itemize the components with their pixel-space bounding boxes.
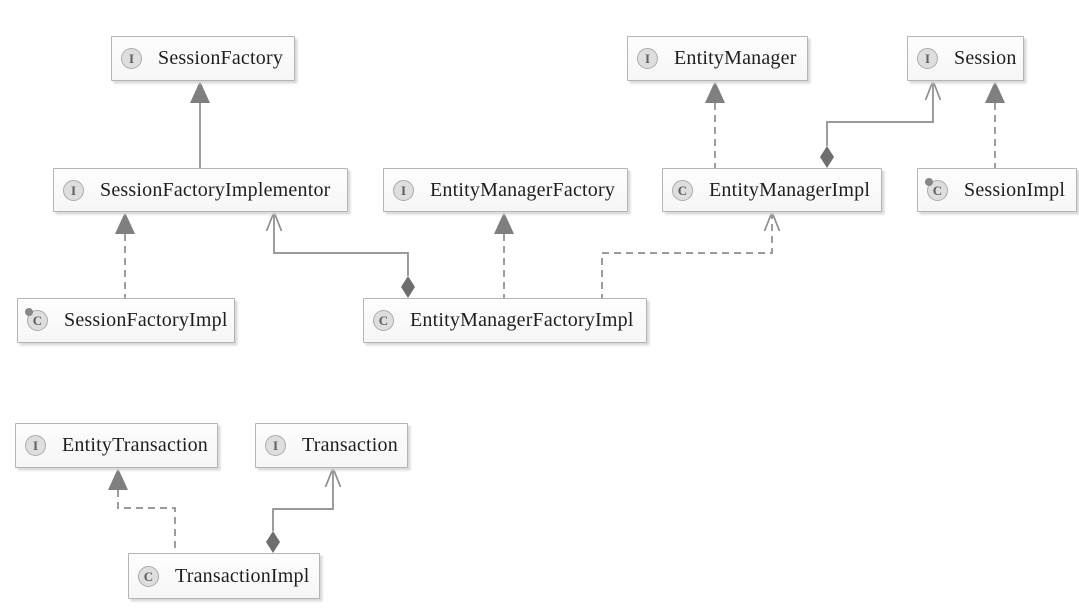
interface-box-session-factory-implementor[interactable]: I SessionFactoryImplementor bbox=[53, 168, 348, 212]
edge-entity-manager-factory-impl-aggregation-session-factory-implementor bbox=[265, 211, 415, 298]
diamond-tail bbox=[401, 276, 415, 298]
interface-icon: I bbox=[63, 179, 84, 201]
interface-icon: I bbox=[917, 48, 938, 69]
class-name-label: TransactionImpl bbox=[175, 564, 310, 587]
triangle-arrowhead bbox=[494, 212, 514, 234]
edge-transaction-impl-aggregation-transaction bbox=[266, 467, 342, 553]
class-name-label: Session bbox=[954, 47, 1017, 69]
interface-icon: I bbox=[637, 48, 658, 69]
class-icon: C bbox=[373, 310, 394, 331]
final-marker-dot bbox=[25, 308, 33, 316]
badge-letter: I bbox=[272, 438, 279, 453]
class-name-label: SessionFactoryImplementor bbox=[100, 178, 331, 201]
badge-letter: I bbox=[70, 182, 77, 198]
open-arrowhead bbox=[924, 80, 934, 101]
class-box-entity-manager-impl[interactable]: C EntityManagerImpl bbox=[662, 168, 882, 212]
triangle-arrowhead bbox=[115, 212, 135, 234]
interface-icon: I bbox=[393, 179, 414, 201]
class-name-label: EntityManagerFactory bbox=[430, 178, 616, 201]
interface-box-session-factory[interactable]: I SessionFactory bbox=[111, 36, 295, 81]
triangle-arrowhead bbox=[108, 468, 128, 490]
diamond-tail bbox=[820, 146, 834, 168]
triangle-arrowhead bbox=[190, 81, 210, 103]
interface-icon: I bbox=[121, 48, 142, 69]
interface-box-transaction[interactable]: I Transaction bbox=[255, 423, 408, 468]
edge-line bbox=[272, 468, 334, 531]
open-arrowhead bbox=[763, 211, 773, 232]
class-name-label: EntityManagerFactoryImpl bbox=[410, 309, 634, 331]
edge-session-factory-implementor-extends-session-factory bbox=[190, 81, 210, 168]
edge-line bbox=[273, 212, 409, 276]
class-icon: C bbox=[138, 565, 159, 587]
interface-icon: I bbox=[25, 435, 46, 456]
badge-letter: C bbox=[932, 182, 943, 198]
open-arrowhead bbox=[273, 211, 283, 232]
class-name-label: Transaction bbox=[302, 434, 398, 456]
interface-box-entity-manager[interactable]: I EntityManager bbox=[627, 36, 808, 81]
edge-line bbox=[826, 81, 934, 146]
interface-icon: I bbox=[265, 435, 286, 456]
interface-box-entity-transaction[interactable]: I EntityTransaction bbox=[15, 423, 218, 468]
final-marker-dot bbox=[925, 177, 933, 186]
badge-letter: C bbox=[32, 313, 43, 328]
badge-letter: I bbox=[32, 438, 39, 453]
edge-entity-manager-impl-implements-entity-manager bbox=[705, 81, 725, 168]
open-arrowhead bbox=[324, 467, 334, 488]
edge-entity-manager-factory-impl-dependency-entity-manager-impl bbox=[601, 211, 781, 298]
badge-letter: C bbox=[143, 568, 154, 584]
edge-entity-manager-factory-impl-implements-entity-manager-factory bbox=[494, 212, 514, 298]
class-name-label: EntityManager bbox=[674, 47, 797, 69]
badge-letter: I bbox=[644, 51, 651, 66]
edge-line bbox=[117, 490, 176, 553]
edge-transaction-impl-implements-entity-transaction bbox=[108, 468, 176, 553]
badge-letter: C bbox=[378, 313, 389, 328]
badge-letter: C bbox=[677, 182, 688, 198]
edge-entity-manager-impl-aggregation-session bbox=[820, 80, 942, 168]
class-icon: C bbox=[25, 308, 48, 331]
open-arrowhead bbox=[771, 211, 781, 232]
class-box-entity-manager-factory-impl[interactable]: C EntityManagerFactoryImpl bbox=[363, 298, 647, 343]
interface-box-entity-manager-factory[interactable]: I EntityManagerFactory bbox=[383, 168, 628, 212]
badge-letter: I bbox=[400, 182, 407, 198]
class-name-label: SessionFactoryImpl bbox=[64, 309, 228, 331]
class-name-label: EntityTransaction bbox=[62, 434, 208, 456]
open-arrowhead bbox=[332, 467, 342, 488]
badge-letter: I bbox=[128, 51, 135, 66]
edge-session-impl-implements-session bbox=[985, 81, 1005, 168]
class-name-label: EntityManagerImpl bbox=[709, 178, 871, 201]
open-arrowhead bbox=[932, 80, 942, 101]
class-name-label: SessionImpl bbox=[964, 178, 1066, 201]
class-box-transaction-impl[interactable]: C TransactionImpl bbox=[128, 553, 320, 599]
class-name-label: SessionFactory bbox=[158, 47, 284, 69]
class-box-session-impl[interactable]: C SessionImpl bbox=[917, 168, 1077, 212]
interface-box-session[interactable]: I Session bbox=[907, 36, 1024, 81]
class-icon: C bbox=[925, 177, 948, 201]
triangle-arrowhead bbox=[985, 81, 1005, 103]
badge-letter: I bbox=[924, 51, 931, 66]
edge-line bbox=[601, 212, 773, 298]
triangle-arrowhead bbox=[705, 81, 725, 103]
diamond-tail bbox=[266, 531, 280, 553]
open-arrowhead bbox=[265, 211, 275, 232]
edge-session-factory-impl-implements-session-factory-implementor bbox=[115, 212, 135, 298]
class-box-session-factory-impl[interactable]: C SessionFactoryImpl bbox=[17, 298, 235, 343]
class-icon: C bbox=[672, 179, 693, 201]
